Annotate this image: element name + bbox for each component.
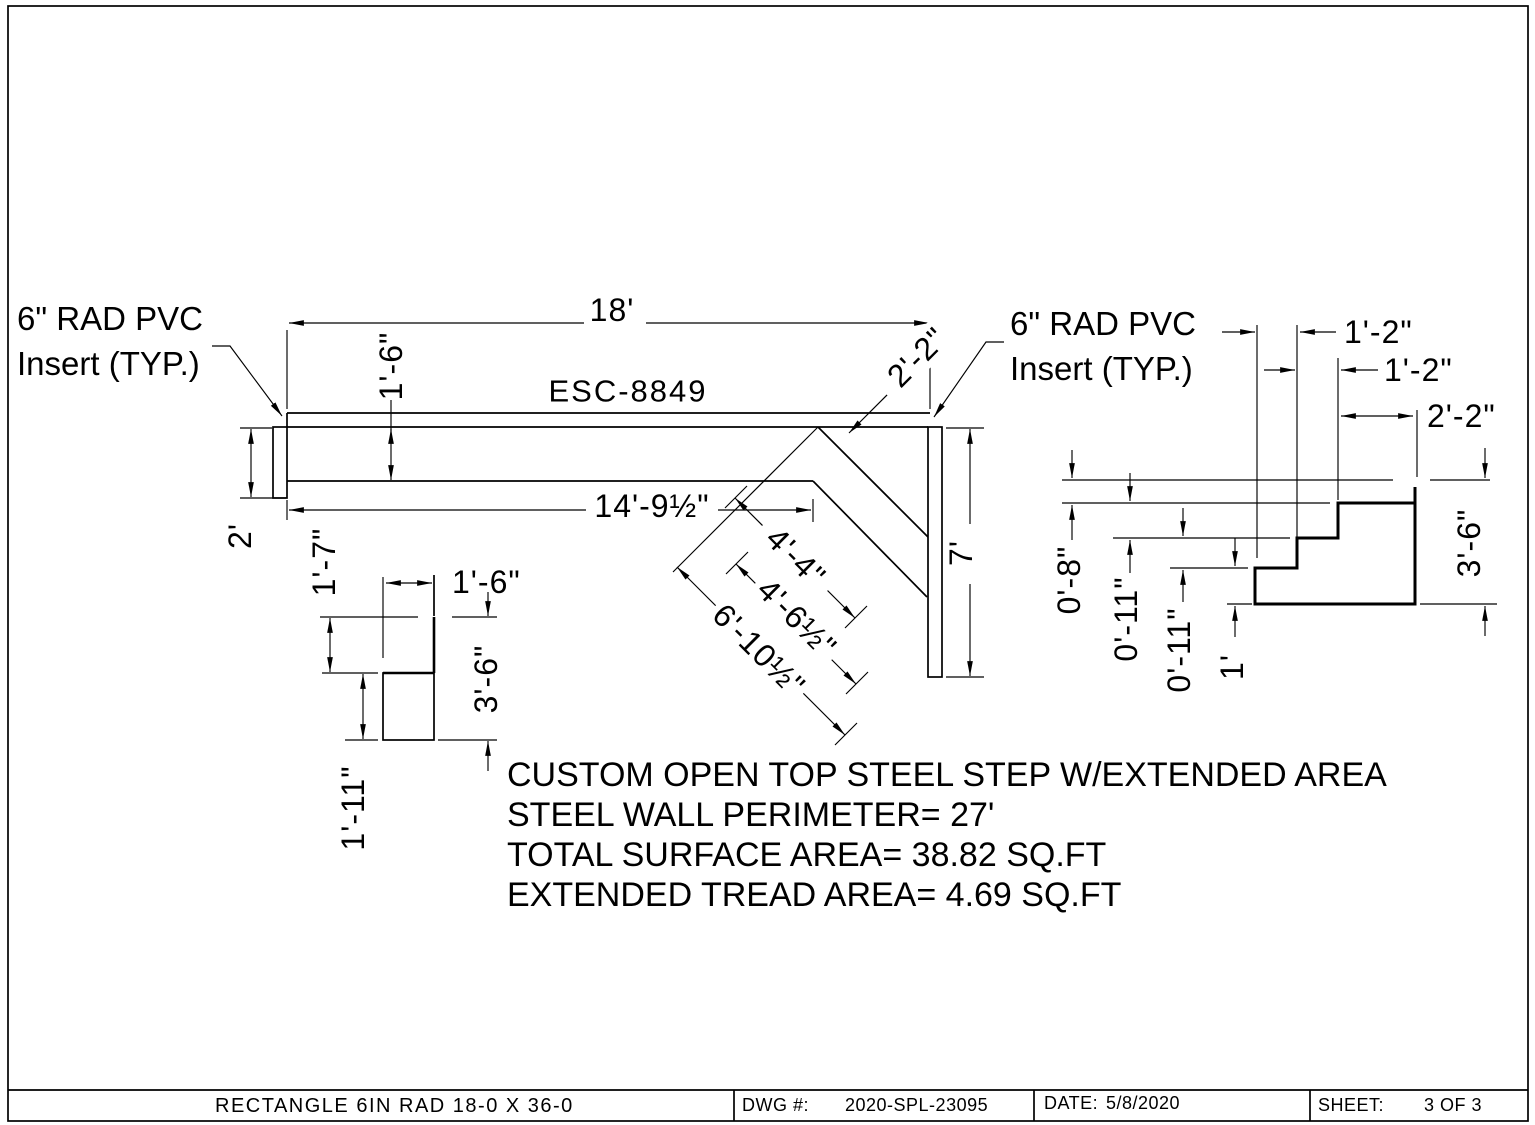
dim-stair-rise-2: 0'-11": [1108, 576, 1144, 661]
dim-overall-width: 18': [590, 292, 635, 328]
dim-stair-run-3: 2'-2": [1427, 398, 1496, 434]
title-block-sheet-value: 3 OF 3: [1424, 1095, 1482, 1115]
pvc-insert-callout-right-line2: Insert (TYP.): [1010, 350, 1193, 387]
title-block-dwg-label: DWG #:: [742, 1095, 809, 1115]
dim-stair-rise-3: 0'-11": [1161, 607, 1197, 692]
pvc-insert-callout-left-line2: Insert (TYP.): [17, 345, 200, 382]
section-detail: [320, 575, 497, 771]
dim-left-cap: 2': [222, 523, 258, 549]
sheet-border: [7, 5, 1529, 1122]
esc-label: ESC-8849: [548, 374, 707, 409]
stair-profile-detail: [1062, 325, 1497, 637]
dim-stair-run-1: 1'-2": [1344, 314, 1413, 350]
dim-stair-rise-1: 0'-8": [1051, 546, 1087, 615]
dim-wall-band: 1'-6": [373, 332, 409, 401]
dim-lower-rise: 1'-11": [335, 765, 371, 850]
pvc-insert-callout-left-line1: 6" RAD PVC: [17, 300, 203, 337]
plan-view-outline: [272, 412, 943, 678]
title-block-description: RECTANGLE 6IN RAD 18-0 X 36-0: [215, 1095, 574, 1117]
pvc-insert-callout-right-line1: 6" RAD PVC: [1010, 305, 1196, 342]
title-block-date-label: DATE:: [1044, 1093, 1098, 1113]
dim-stair-rise-4: 1': [1214, 654, 1250, 680]
dim-upper-rise: 1'-7": [306, 528, 342, 597]
title-block-date-value: 5/8/2020: [1106, 1093, 1180, 1113]
note-line-4: EXTENDED TREAD AREA= 4.69 SQ.FT: [507, 876, 1121, 914]
left-end-cap: [272, 426, 288, 499]
dim-right-height: 7': [943, 540, 979, 566]
title-block-dwg-number: 2020-SPL-23095: [845, 1095, 988, 1115]
dim-inner-width: 14'-9½": [594, 488, 709, 524]
note-line-3: TOTAL SURFACE AREA= 38.82 SQ.FT: [507, 836, 1106, 874]
dim-stair-run-2: 1'-2": [1384, 352, 1453, 388]
callout-leaders: [212, 341, 1004, 418]
dim-stair-total-height: 3'-6": [1451, 509, 1487, 578]
note-line-2: STEEL WALL PERIMETER= 27': [507, 796, 994, 834]
title-block-sheet-label: SHEET:: [1318, 1095, 1384, 1115]
dim-section-total-height: 3'-6": [468, 645, 504, 714]
dim-tread-width: 1'-6": [452, 564, 521, 600]
note-line-1: CUSTOM OPEN TOP STEEL STEP W/EXTENDED AR…: [507, 756, 1387, 794]
right-wall-bar: [927, 426, 943, 678]
